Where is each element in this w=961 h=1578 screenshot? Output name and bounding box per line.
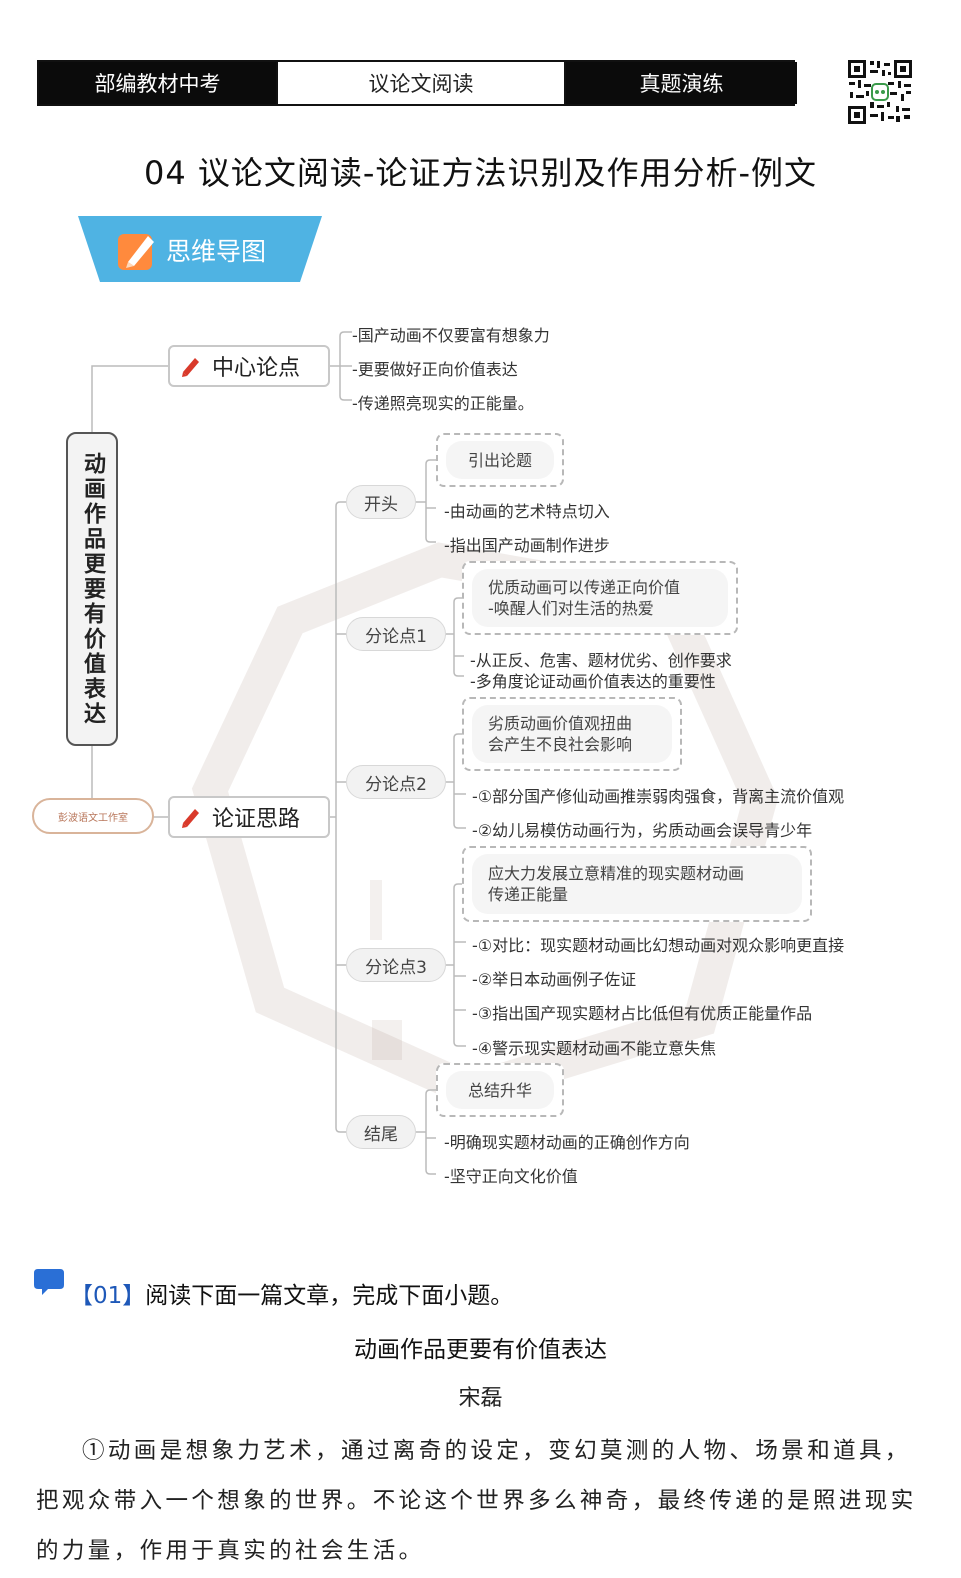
- mindmap-banner-label: 思维导图: [166, 237, 267, 266]
- subpoint-2-item: -①部分国产修仙动画推崇弱肉强食，背离主流价值观: [472, 787, 845, 806]
- mindmap-banner: [78, 216, 322, 282]
- central-item: -国产动画不仅要富有想象力: [352, 326, 550, 345]
- studio-stamp: 彭波语文工作室: [32, 798, 154, 834]
- box-line: 总结升华: [467, 1080, 532, 1100]
- mindmap-root: 动画作品更要有价值表达: [66, 432, 118, 746]
- branch-logic-label: 论证思路: [212, 807, 301, 832]
- tab-argument-reading[interactable]: 议论文阅读: [276, 62, 566, 104]
- ending-item: -明确现实题材动画的正确创作方向: [444, 1133, 690, 1152]
- subpoint-2-item: -②幼儿易模仿动画行为，劣质动画会误导青少年: [472, 821, 813, 840]
- branch-central-label: 中心论点: [212, 356, 301, 381]
- subpoint-3-item: -④警示现实题材动画不能立意失焦: [472, 1039, 717, 1058]
- branch-argument-logic: 论证思路: [168, 796, 330, 838]
- central-item: -传递照亮现实的正能量。: [352, 394, 534, 413]
- subpoint-3-item: -②举日本动画例子佐证: [472, 970, 637, 989]
- article-author: 宋磊: [458, 1386, 503, 1411]
- section-subpoint-3: 分论点3: [346, 948, 446, 982]
- box-line: 引出论题: [467, 450, 532, 470]
- central-item: -更要做好正向价值表达: [352, 360, 518, 379]
- subpoint-1-box: 优质动画可以传递正向价值 -唤醒人们对生活的热爱: [462, 561, 738, 635]
- branch-central-argument: 中心论点: [168, 345, 330, 387]
- section-ending: 结尾: [346, 1115, 416, 1149]
- box-line: 优质动画可以传递正向价值: [488, 578, 681, 597]
- subpoint-2-box: 劣质动画价值观扭曲 会产生不良社会影响: [462, 697, 682, 771]
- section-subpoint-1: 分论点1: [346, 617, 446, 651]
- box-line: 劣质动画价值观扭曲: [488, 714, 633, 733]
- subpoint-1-item: -多角度论证动画价值表达的重要性: [470, 672, 716, 691]
- section-subpoint-2: 分论点2: [346, 765, 446, 799]
- question-number: 【01】: [70, 1283, 146, 1309]
- box-line: 传递正能量: [488, 885, 569, 904]
- bookmark-icon: [34, 1269, 64, 1295]
- pencil-icon: [182, 358, 199, 377]
- opening-item: -由动画的艺术特点切入: [444, 502, 610, 521]
- opening-item: -指出国产动画制作进步: [444, 536, 610, 555]
- qr-code-icon: [846, 58, 914, 126]
- box-line: 应大力发展立意精准的现实题材动画: [488, 864, 745, 883]
- article-paragraph-1: ①动画是想象力艺术，通过离奇的设定，变幻莫测的人物、场景和道具，把观众带入一个想…: [36, 1438, 917, 1564]
- subpoint-3-box: 应大力发展立意精准的现实题材动画 传递正能量: [462, 846, 812, 922]
- page-title: 04 议论文阅读-论证方法识别及作用分析-例文: [144, 154, 817, 192]
- box-line: 会产生不良社会影响: [488, 735, 633, 754]
- question-text: 阅读下面一篇文章，完成下面小题。: [145, 1283, 514, 1309]
- header-tabs: 部编教材中考 议论文阅读 真题演练: [37, 60, 797, 106]
- section-opening: 开头: [346, 485, 416, 519]
- box-line: -唤醒人们对生活的热爱: [488, 599, 654, 618]
- tab-exam-practice[interactable]: 真题演练: [566, 62, 797, 104]
- pencil-icon: [182, 809, 199, 828]
- ending-item: -坚守正向文化价值: [444, 1167, 578, 1186]
- subpoint-3-item: -①对比：现实题材动画比幻想动画对观众影响更直接: [472, 936, 845, 955]
- mindmap-root-label: 动画作品更要有价值表达: [80, 451, 105, 727]
- section-opening-box: 引出论题: [436, 433, 564, 487]
- tab-textbook[interactable]: 部编教材中考: [39, 62, 276, 104]
- section-ending-box: 总结升华: [436, 1063, 564, 1117]
- subpoint-1-item: -从正反、危害、题材优劣、创作要求: [470, 651, 732, 670]
- question-prompt: 【01】阅读下面一篇文章，完成下面小题。: [70, 1276, 513, 1310]
- subpoint-3-item: -③指出国产现实题材占比低但有优质正能量作品: [472, 1004, 813, 1023]
- article-title: 动画作品更要有价值表达: [354, 1337, 607, 1363]
